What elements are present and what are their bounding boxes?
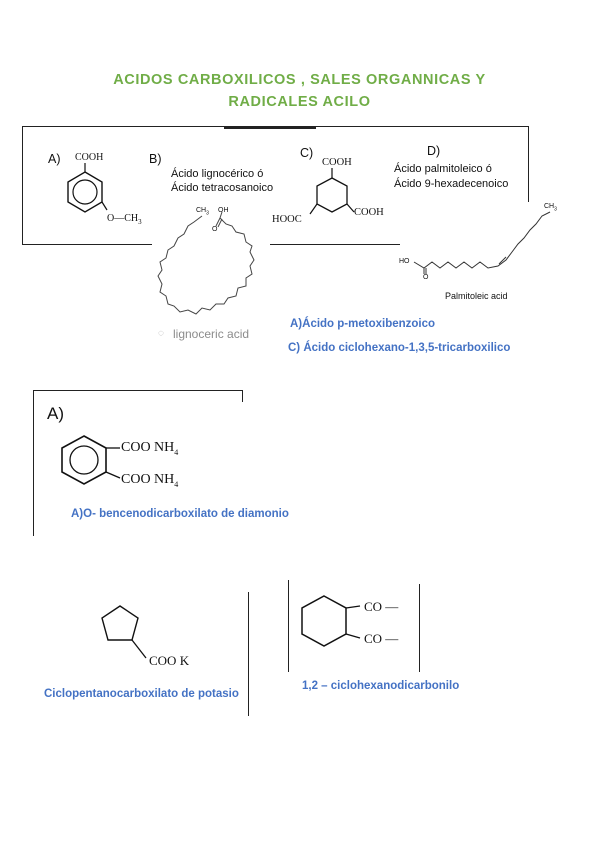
salt-a-coo-2: COO NH4 <box>121 472 178 489</box>
answer-acyl: 1,2 – ciclohexanodicarbonilo <box>302 680 460 692</box>
acid-a-och3-label: O—CH3 <box>107 213 142 226</box>
acid-b-oh-label: OH <box>218 207 229 214</box>
salt-a-letter: A) <box>47 404 64 423</box>
answer-salt-k: Ciclopentanocarboxilato de potasio <box>44 688 239 700</box>
box-top-border <box>22 126 529 127</box>
acid-b-ch3-text: CH <box>196 207 207 214</box>
acid-d-ho-label: HO <box>399 258 410 265</box>
acid-d-name-line-2: Ácido 9-hexadecenoico <box>394 178 509 190</box>
acid-b-ch3-sub: 3 <box>206 210 209 217</box>
salt-a-coo-1: COO NH4 <box>121 440 178 457</box>
box-bottom-border-left <box>22 244 152 245</box>
box-bottom-border-mid <box>270 244 400 245</box>
acid-c-cooh-right-label: COOH <box>354 207 384 218</box>
acyl-box-left-border <box>288 580 289 672</box>
lignoceric-acid-structure-diagram <box>157 211 255 315</box>
salt-box-right-mark <box>242 390 243 402</box>
answer-acid-a: A)Ácido p-metoxibenzoico <box>290 318 436 330</box>
salt-a-coo-2-text: COO NH <box>121 472 175 487</box>
acid-d-name-line-1: Ácido palmitoleico ó <box>394 163 492 175</box>
box-right-border <box>528 126 529 202</box>
box-top-mark <box>224 127 316 129</box>
acid-b-ch3-label: CH3 <box>196 207 209 216</box>
acid-b-letter: B) <box>149 152 162 166</box>
acid-c-cooh-top-label: COOH <box>322 157 352 168</box>
salt-a-coo-1-sub: 4 <box>174 447 179 457</box>
acid-a-och3-sub: 3 <box>138 218 142 226</box>
salt-box-top-border <box>33 390 243 391</box>
salt-a-coo-1-text: COO NH <box>121 440 175 455</box>
acid-b-name-line-1: Ácido lignocérico ó <box>171 168 264 180</box>
acid-b-caption: lignoceric acid <box>173 327 250 341</box>
acid-c-cyclohexane-diagram <box>309 168 355 215</box>
acid-d-ch3-sub: 3 <box>554 206 557 213</box>
salt-k-box-right-border <box>248 592 249 716</box>
salt-a-benzene-diagram <box>61 435 121 485</box>
answer-salt-a: A)O- bencenodicarboxilato de diamonio <box>71 508 289 520</box>
watermark-icon: ◌ <box>158 328 164 339</box>
acid-d-ch3-label: CH3 <box>544 203 557 212</box>
acyl-co-1: CO — <box>364 599 399 614</box>
acid-a-och3-text: O—CH <box>107 213 139 224</box>
acid-a-benzene-ring-diagram <box>67 163 108 213</box>
acid-d-caption: Palmitoleic acid <box>445 291 508 301</box>
acyl-co-2: CO — <box>364 631 399 646</box>
acyl-cyclohexane-diagram <box>301 595 361 647</box>
acyl-box-right-border <box>419 584 420 672</box>
acid-c-letter: C) <box>300 146 314 160</box>
page-title-line-1: ACIDOS CARBOXILICOS , SALES ORGANNICAS Y <box>113 72 486 88</box>
acid-b-o-label: O <box>212 226 218 233</box>
acid-d-ch3-text: CH <box>544 203 555 210</box>
cyclopentane-diagram <box>101 605 147 659</box>
page-title-line-2: RADICALES ACILO <box>228 94 371 110</box>
acid-a-letter: A) <box>48 152 61 166</box>
acid-d-o-label: O <box>423 274 429 281</box>
acid-c-hooc-label: HOOC <box>272 214 302 225</box>
salt-box-left-border <box>33 390 34 536</box>
box-left-border <box>22 126 23 244</box>
acid-d-letter: D) <box>427 144 441 158</box>
answer-acid-c: C) Ácido ciclohexano-1,3,5-tricarboxilic… <box>288 342 511 354</box>
acid-b-name-line-2: Ácido tetracosanoico <box>171 182 274 194</box>
salt-k-group-label: COO K <box>149 653 190 668</box>
palmitoleic-acid-structure-diagram <box>413 211 551 274</box>
acid-a-cooh-label: COOH <box>75 152 104 163</box>
salt-a-coo-2-sub: 4 <box>174 479 179 489</box>
